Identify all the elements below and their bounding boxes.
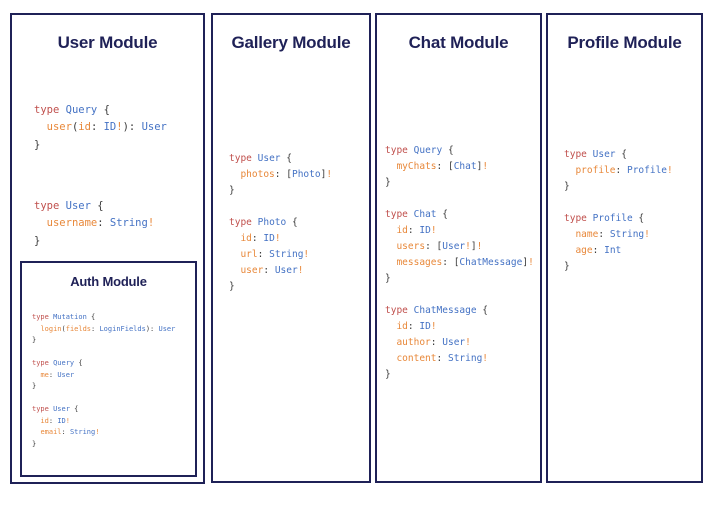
code-block-profile: type User { profile: Profile! } type Pro…: [564, 148, 673, 272]
panel-auth-module[interactable]: Auth Module type Mutation { login(fields…: [20, 261, 197, 477]
code-block-chat: type Query { myChats: [Chat]! } type Cha…: [385, 144, 534, 380]
code-block-user-query: type Query { user(id: ID!): User }: [34, 103, 167, 151]
code-block-gallery: type User { photos: [Photo]! } type Phot…: [229, 152, 333, 292]
code-block-user-type: type User { username: String! }: [34, 199, 155, 247]
panel-title-profile-module: Profile Module: [567, 33, 682, 52]
panel-chat-module[interactable]: Chat Module type Query { myChats: [Chat]…: [375, 13, 542, 483]
panel-title-gallery-module: Gallery Module: [231, 33, 351, 52]
panel-title-auth-module: Auth Module: [70, 274, 147, 289]
panel-title-chat-module: Chat Module: [408, 33, 509, 52]
panel-gallery-module[interactable]: Gallery Module type User { photos: [Phot…: [211, 13, 371, 483]
panel-profile-module[interactable]: Profile Module type User { profile: Prof…: [546, 13, 703, 483]
code-block-auth: type Mutation { login(fields: LoginField…: [32, 313, 176, 448]
panel-user-module[interactable]: User Module type Query { user(id: ID!): …: [10, 13, 205, 484]
panel-title-user-module: User Module: [57, 33, 158, 52]
